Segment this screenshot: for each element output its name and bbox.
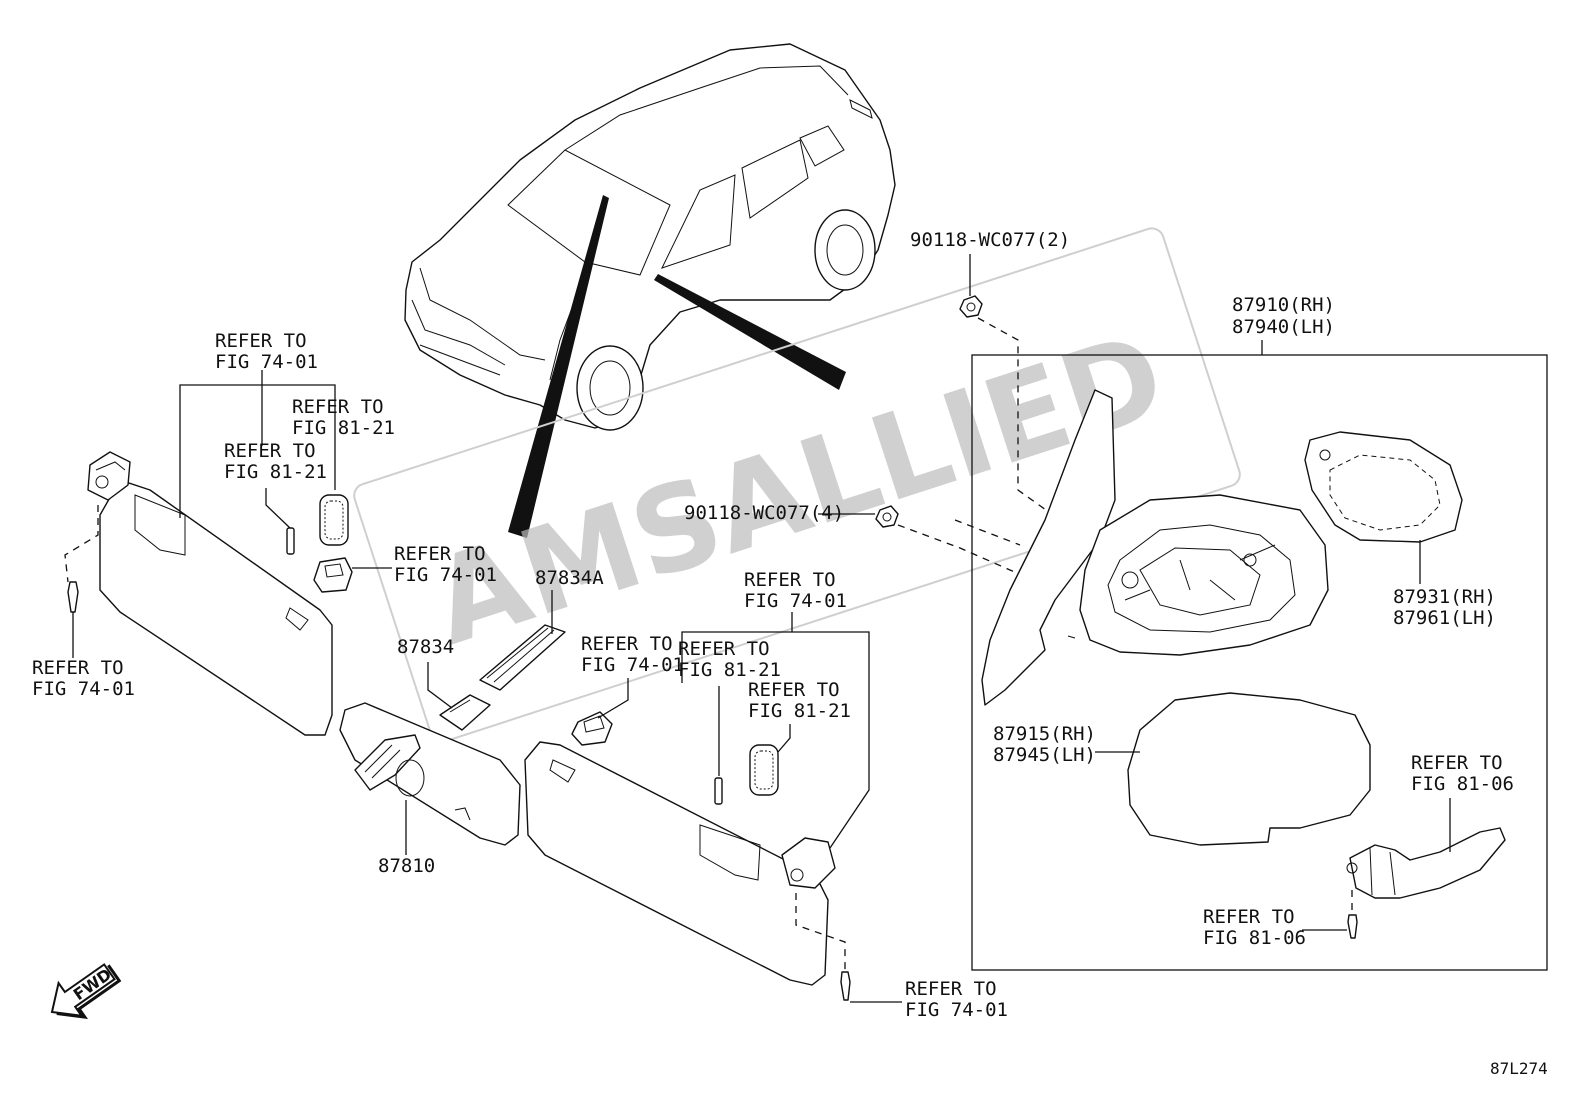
rear-view-mirror-87810 xyxy=(339,702,521,846)
mirror-cover-87915 xyxy=(1127,692,1371,846)
label-line-2: FIG 81-21 xyxy=(292,417,395,439)
screw-left xyxy=(67,581,79,613)
part-number-87915: 87915(RH) xyxy=(993,723,1096,745)
label-line-1: REFER TO xyxy=(905,978,997,1000)
leader-nut-mid-to-mirror xyxy=(897,524,1046,586)
label-line-1: REFER TO xyxy=(1203,906,1295,928)
pad-left xyxy=(319,494,349,546)
part-number-87834a: 87834A xyxy=(535,567,604,589)
label-line-2: FIG 74-01 xyxy=(215,351,318,373)
pointer-wedge-door xyxy=(654,274,846,390)
label-line-2: FIG 81-21 xyxy=(678,659,781,681)
label-line-1: REFER TO xyxy=(744,569,836,591)
label-line-2: FIG 81-21 xyxy=(748,700,851,722)
pad-right xyxy=(749,744,779,796)
label-line-1: REFER TO xyxy=(748,679,840,701)
leader-pin-left xyxy=(265,488,291,529)
label-line-1: REFER TO xyxy=(292,396,384,418)
part-number-87910: 87910(RH) xyxy=(1232,294,1335,316)
leader-refer-74-top xyxy=(179,370,336,518)
part-number-87945: 87945(LH) xyxy=(993,744,1096,766)
label-refer-81-right-visor: REFER TO FIG 81-21 xyxy=(748,679,851,722)
pin-left xyxy=(286,527,295,555)
label-line-1: REFER TO xyxy=(224,440,316,462)
leader-screw-left-visor xyxy=(64,505,99,583)
label-refer-81-06-bottom: REFER TO FIG 81-06 xyxy=(1203,906,1306,949)
label-line-1: REFER TO xyxy=(394,543,486,565)
mirror-glass-87931 xyxy=(1304,431,1463,543)
label-refer-81-06-top: REFER TO FIG 81-06 xyxy=(1411,752,1514,795)
label-line-1: REFER TO xyxy=(678,638,770,660)
nut-90118-4 xyxy=(875,505,899,528)
label-refer-74-clip-left: REFER TO FIG 74-01 xyxy=(394,543,497,586)
label-line-1: REFER TO xyxy=(1411,752,1503,774)
label-line-1: REFER TO xyxy=(581,633,673,655)
label-line-2: FIG 81-21 xyxy=(224,461,327,483)
leader-screw-right-visor xyxy=(795,893,846,972)
mirror-assembly-box xyxy=(971,354,1548,971)
label-refer-81-left-b: REFER TO FIG 81-21 xyxy=(224,440,327,483)
label-refer-74-screw-left: REFER TO FIG 74-01 xyxy=(32,657,135,700)
label-refer-74-screw-right: REFER TO FIG 74-01 xyxy=(905,978,1008,1021)
side-turn-lamp xyxy=(1346,827,1506,899)
label-refer-74-top: REFER TO FIG 74-01 xyxy=(215,330,318,373)
leader-nut-mid-aux xyxy=(954,519,1021,546)
left-sun-visor xyxy=(87,451,333,736)
screw-lamp xyxy=(1347,914,1358,939)
leader-pad-right xyxy=(777,724,791,753)
leader-refer-74-right-visor xyxy=(681,612,870,849)
label-line-2: FIG 81-06 xyxy=(1411,773,1514,795)
label-87915: 87915(RH) 87945(LH) xyxy=(993,723,1096,766)
clip-center xyxy=(571,711,613,746)
right-sun-visor xyxy=(524,741,836,986)
figure-code: 87L274 xyxy=(1490,1059,1548,1078)
leader-nut-top-to-mirror xyxy=(977,317,1061,521)
label-line-2: FIG 74-01 xyxy=(905,999,1008,1021)
outside-mirror-assembly xyxy=(981,389,1329,706)
label-line-2: FIG 74-01 xyxy=(32,678,135,700)
part-87834 xyxy=(439,694,491,731)
label-refer-81-center: REFER TO FIG 81-21 xyxy=(678,638,781,681)
part-number-87810: 87810 xyxy=(378,855,435,877)
leader-87834 xyxy=(427,662,453,709)
label-87931: 87931(RH) 87961(LH) xyxy=(1393,586,1496,629)
label-line-2: FIG 81-06 xyxy=(1203,927,1306,949)
pointer-wedge-windshield xyxy=(508,195,609,538)
label-line-2: FIG 74-01 xyxy=(394,564,497,586)
vehicle-illustration xyxy=(404,43,896,431)
part-number-90118-4: 90118-WC077(4) xyxy=(684,502,844,524)
part-number-87834: 87834 xyxy=(397,636,454,658)
label-line-2: FIG 74-01 xyxy=(744,590,847,612)
label-line-1: REFER TO xyxy=(32,657,124,679)
leader-clip-center xyxy=(597,678,629,719)
label-refer-74-center: REFER TO FIG 74-01 xyxy=(581,633,684,676)
label-refer-81-left-a: REFER TO FIG 81-21 xyxy=(292,396,395,439)
label-line-1: REFER TO xyxy=(215,330,307,352)
pin-right xyxy=(714,777,723,805)
label-line-2: FIG 74-01 xyxy=(581,654,684,676)
part-number-87961: 87961(LH) xyxy=(1393,607,1496,629)
label-87910: 87910(RH) 87940(LH) xyxy=(1232,294,1335,338)
part-number-90118-2: 90118-WC077(2) xyxy=(910,229,1070,251)
nut-90118-2 xyxy=(959,295,983,318)
screw-right xyxy=(840,971,851,1001)
clip-left xyxy=(313,557,353,593)
part-87834a xyxy=(479,624,566,691)
part-number-87931: 87931(RH) xyxy=(1393,586,1496,608)
label-refer-74-right-visor: REFER TO FIG 74-01 xyxy=(744,569,847,612)
fwd-arrow-icon: FWD xyxy=(50,963,122,1019)
part-number-87940: 87940(LH) xyxy=(1232,316,1335,338)
